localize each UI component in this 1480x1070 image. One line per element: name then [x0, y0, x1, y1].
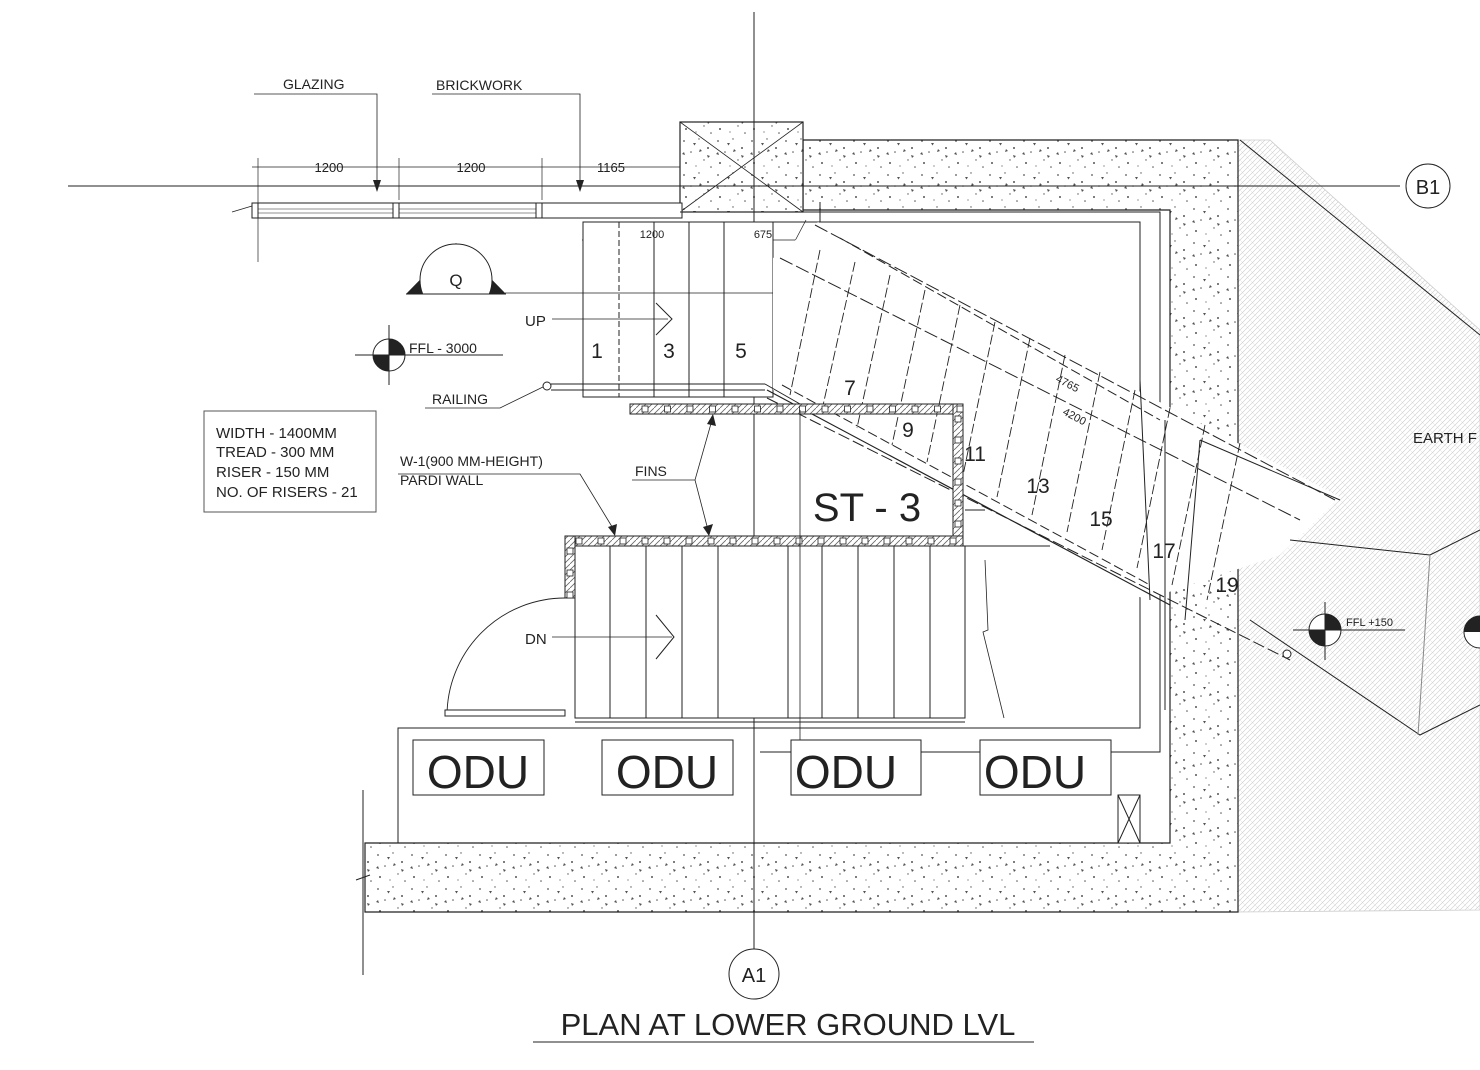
fin: [911, 405, 919, 413]
railing-label: RAILING: [432, 391, 488, 407]
fin: [817, 537, 825, 545]
fin: [751, 537, 759, 545]
fin: [575, 537, 583, 545]
diagonal-flight: [766, 222, 1341, 710]
upper-flight: [582, 221, 774, 398]
fin: [934, 405, 941, 413]
fin: [866, 405, 874, 413]
glazing-wall: [231, 202, 683, 219]
fin: [821, 405, 829, 413]
odu-label-2: ODU: [616, 746, 718, 798]
fin: [954, 457, 962, 465]
brickwork-label: BRICKWORK: [436, 77, 523, 93]
dim-inner-1: 1200: [640, 229, 664, 241]
fin: [566, 569, 574, 577]
riser-number-5: 5: [735, 340, 747, 363]
fin: [729, 537, 737, 545]
odu-label-3: ODU: [795, 746, 897, 798]
lower-flight: [574, 410, 1050, 750]
stair-id-label: ST - 3: [813, 486, 921, 530]
dim-top-3: 1165: [597, 160, 625, 175]
fin: [795, 537, 803, 545]
odu-units: [412, 739, 1112, 796]
fins-label: FINS: [635, 463, 667, 479]
fin: [954, 436, 962, 444]
fin: [956, 405, 964, 413]
fin: [954, 520, 962, 528]
fin: [709, 405, 716, 413]
fin: [566, 547, 574, 555]
fin: [839, 537, 847, 545]
fin: [949, 537, 957, 545]
fin: [954, 478, 962, 486]
section-marker-label: Q: [449, 271, 462, 290]
dn-label: DN: [525, 631, 547, 648]
level-marker-main: [355, 325, 503, 385]
riser-number-19: 19: [1215, 574, 1238, 597]
fin: [773, 537, 781, 545]
section-marker: [406, 243, 506, 330]
up-label: UP: [525, 313, 546, 330]
fin: [731, 405, 739, 413]
fin: [883, 537, 891, 545]
riser-number-11: 11: [964, 443, 986, 466]
odu-label-4: ODU: [984, 746, 1086, 798]
fin: [566, 591, 574, 599]
odu-label-1: ODU: [427, 746, 529, 798]
fin: [597, 537, 605, 545]
fin: [754, 405, 761, 413]
glazing-label: GLAZING: [283, 76, 344, 92]
concrete-wall: [364, 139, 1239, 913]
top-dimensions: [252, 158, 681, 262]
riser-number-1: 1: [591, 340, 603, 363]
fin: [954, 499, 962, 507]
riser-number-3: 3: [663, 340, 675, 363]
fin: [685, 537, 693, 545]
fin: [905, 537, 913, 545]
plan-title: PLAN AT LOWER GROUND LVL: [561, 1007, 1016, 1042]
fin: [889, 405, 896, 413]
spec-box: [203, 410, 377, 513]
riser-number-17: 17: [1152, 540, 1175, 563]
grid-label-b1: B1: [1416, 177, 1440, 199]
dim-top-2: 1200: [457, 160, 486, 175]
spec-line-2: TREAD - 300 MM: [216, 444, 334, 461]
fin: [641, 405, 649, 413]
fin: [664, 405, 671, 413]
ffl-main-label: FFL - 3000: [409, 340, 477, 356]
earth-label: EARTH F: [1413, 430, 1477, 447]
wall-label-line1: W-1(900 MM-HEIGHT): [400, 453, 543, 469]
fin: [686, 405, 694, 413]
fin: [619, 537, 627, 545]
fin: [707, 537, 715, 545]
riser-number-9: 9: [902, 419, 914, 442]
fin: [954, 415, 962, 423]
dim-top-1: 1200: [315, 160, 344, 175]
fin: [641, 537, 649, 545]
level-marker-landing: [1293, 602, 1480, 660]
spec-line-4: NO. OF RISERS - 21: [216, 484, 358, 501]
fin: [799, 405, 806, 413]
fin: [663, 537, 671, 545]
riser-number-15: 15: [1089, 508, 1112, 531]
spec-line-3: RISER - 150 MM: [216, 464, 329, 481]
wall-label-line2: PARDI WALL: [400, 472, 483, 488]
dim-inner-2: 675: [754, 229, 772, 241]
pardi-wall: [564, 403, 964, 599]
ffl-landing-label: FFL +150: [1346, 617, 1393, 629]
fin: [844, 405, 851, 413]
riser-number-7: 7: [844, 377, 856, 400]
fin: [927, 537, 935, 545]
spec-line-1: WIDTH - 1400MM: [216, 425, 337, 442]
door-swing: [444, 597, 566, 717]
fin: [861, 537, 869, 545]
riser-number-13: 13: [1026, 475, 1049, 498]
fin: [776, 405, 784, 413]
grid-label-a1: A1: [742, 965, 766, 987]
